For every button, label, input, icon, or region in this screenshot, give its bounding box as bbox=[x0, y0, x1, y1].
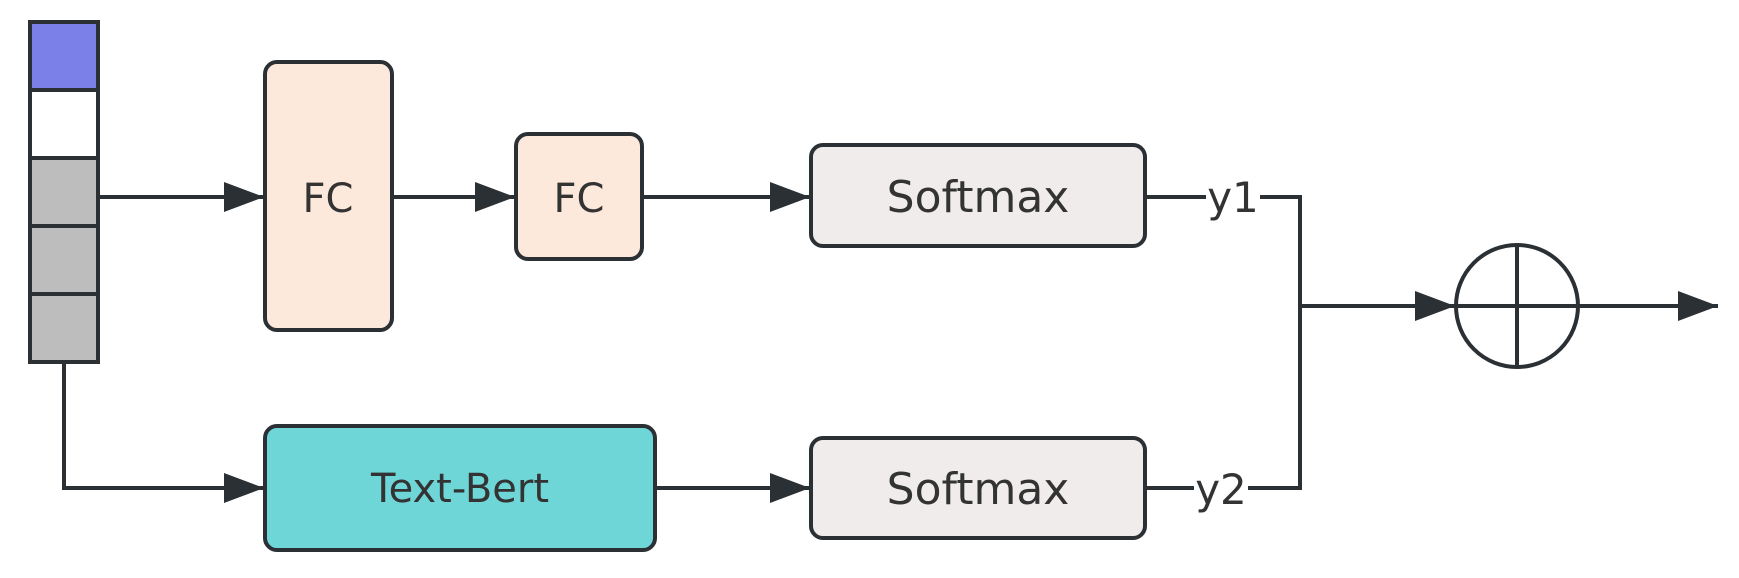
fc1-node: FC bbox=[263, 60, 394, 332]
text-bert-node: Text-Bert bbox=[263, 424, 657, 552]
edge-label-y1: y1 bbox=[1206, 170, 1260, 224]
fc2-node: FC bbox=[514, 132, 644, 261]
input-vector-cell-5 bbox=[28, 292, 100, 364]
sum-node bbox=[1454, 243, 1580, 369]
fc1-label: FC bbox=[303, 176, 354, 222]
edge-label-y2: y2 bbox=[1194, 460, 1248, 516]
edge-softmax1-y1 bbox=[1146, 195, 1302, 306]
input-vector-cell-3 bbox=[28, 156, 100, 228]
input-vector-cell-1 bbox=[28, 20, 100, 92]
edge-input-to-text-bert bbox=[62, 362, 264, 503]
y1-label: y1 bbox=[1207, 173, 1259, 222]
text-bert-label: Text-Bert bbox=[370, 466, 549, 512]
softmax1-label: Softmax bbox=[887, 172, 1070, 223]
softmax1-node: Softmax bbox=[809, 143, 1147, 248]
input-vector-cell-2 bbox=[28, 88, 100, 160]
softmax2-label: Softmax bbox=[887, 464, 1070, 515]
fc2-label: FC bbox=[554, 176, 605, 222]
input-vector-cell-4 bbox=[28, 224, 100, 296]
input-vector bbox=[28, 20, 100, 364]
y2-label: y2 bbox=[1195, 465, 1247, 514]
softmax2-node: Softmax bbox=[809, 436, 1147, 540]
